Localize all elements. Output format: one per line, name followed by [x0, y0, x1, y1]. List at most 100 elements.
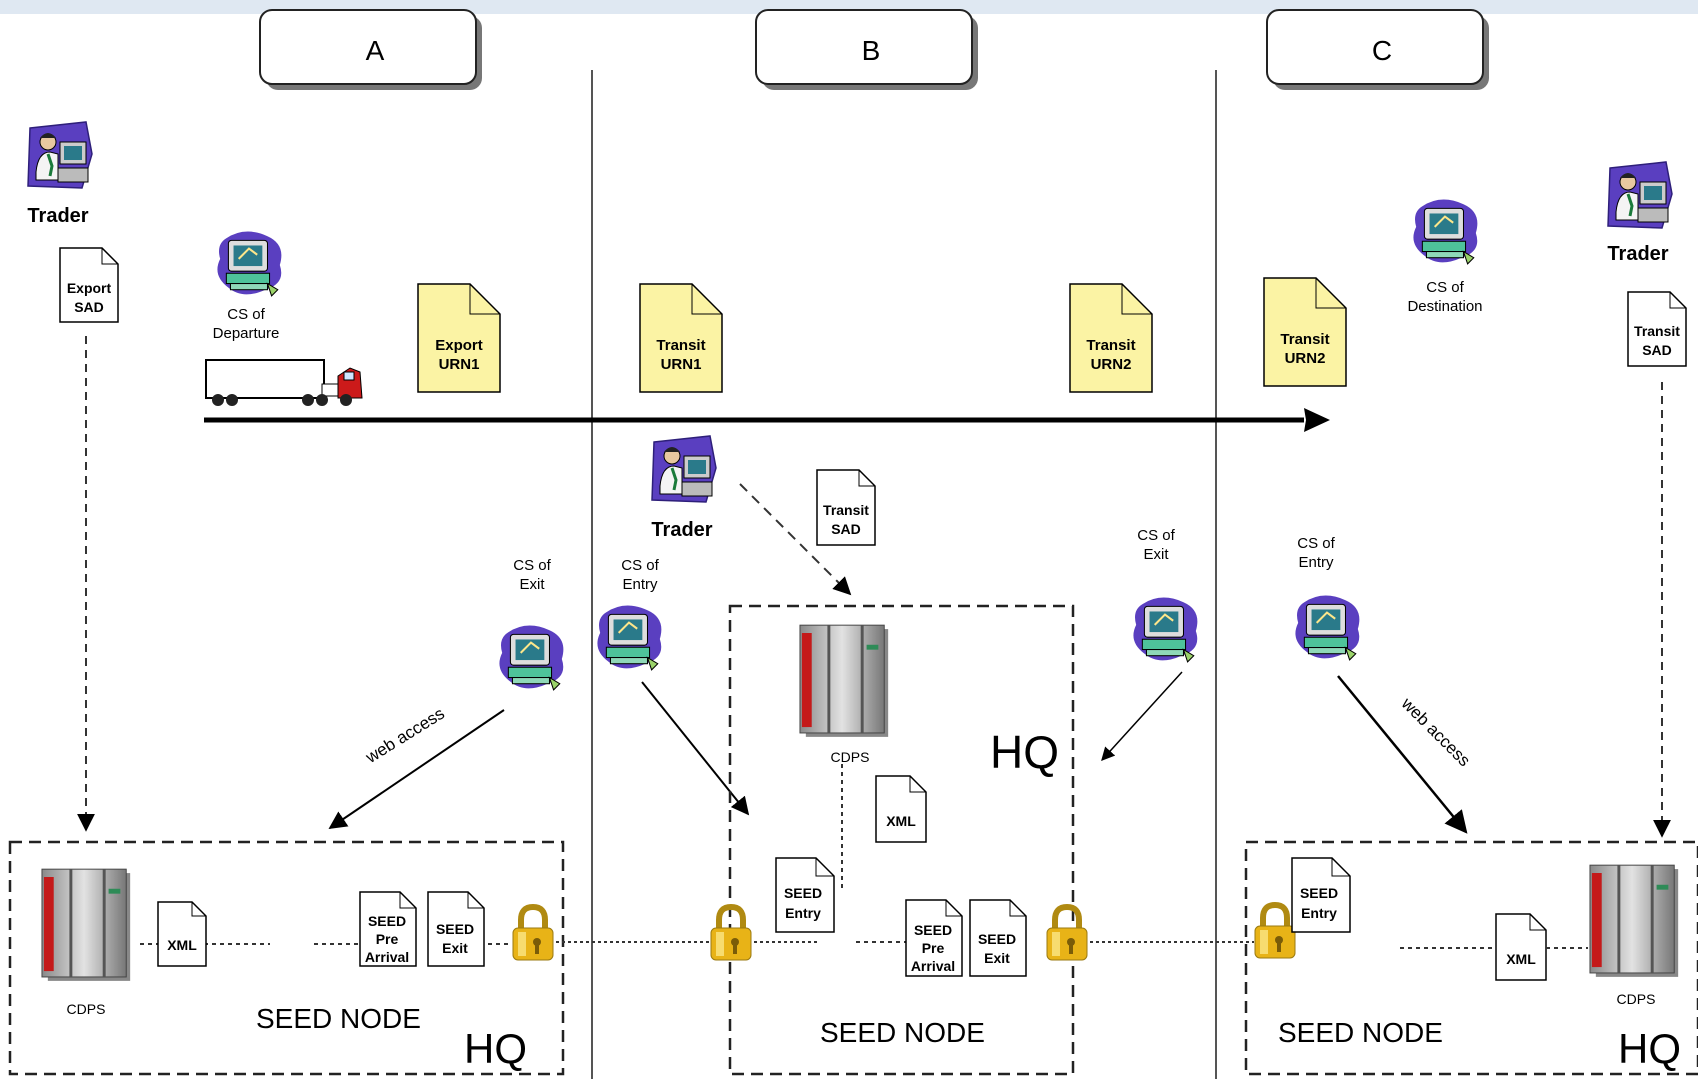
- svg-text:Exit: Exit: [442, 940, 468, 956]
- cs-destination-line2: Destination: [1407, 298, 1482, 315]
- transit-route-arrowhead: [1304, 408, 1330, 432]
- trader-c: Trader: [1606, 160, 1674, 265]
- seed-node-a-label: SEED NODE: [256, 1003, 421, 1034]
- svg-text:Pre: Pre: [922, 940, 945, 956]
- cs-entry-b-line1: CS of: [621, 557, 659, 574]
- transit-sad-doc-c: Transit SAD: [1627, 291, 1687, 367]
- cs-destination-line1: CS of: [1426, 279, 1464, 296]
- xml-doc-c: XML: [1495, 913, 1547, 981]
- cs-entry-b-line2: Entry: [622, 576, 658, 593]
- transit-urn1-note: Transit URN1: [639, 283, 723, 393]
- cs-destination: CS of Destination: [1407, 198, 1483, 315]
- cdps-a-label: CDPS: [67, 1001, 106, 1017]
- seed-pre-arrival-doc-a: SEED Pre Arrival: [359, 891, 417, 967]
- transit-urn2-note-c: Transit URN2: [1263, 277, 1347, 387]
- cs-exit-b-line1: CS of: [1137, 527, 1175, 544]
- cdps-b-label: CDPS: [831, 749, 870, 765]
- seed-entry-doc-b: SEED Entry: [775, 857, 835, 933]
- cs-exit-a: CS of Exit: [498, 557, 565, 691]
- svg-text:SEED: SEED: [436, 921, 474, 937]
- svg-text:SEED: SEED: [914, 922, 952, 938]
- transit-sad-c-line2: SAD: [1642, 342, 1672, 358]
- svg-text:Arrival: Arrival: [365, 949, 409, 965]
- cs-entry-b: CS of Entry: [596, 557, 663, 671]
- cs-departure-line2: Departure: [213, 325, 280, 342]
- trader-c-icon: [1606, 160, 1674, 230]
- transit-urn2-note-b: Transit URN2: [1069, 283, 1153, 393]
- zone-label-c: C: [1372, 35, 1392, 66]
- zone-label-b: B: [862, 35, 881, 66]
- transit-urn1-line1: Transit: [656, 337, 705, 354]
- export-urn1-line2: URN1: [439, 356, 480, 373]
- svg-text:XML: XML: [167, 937, 197, 953]
- export-sad-line2: SAD: [74, 299, 104, 315]
- cdps-c-icon: [1589, 864, 1679, 978]
- cs-exit-b: CS of Exit: [1132, 527, 1199, 663]
- cdps-c-label: CDPS: [1617, 991, 1656, 1007]
- cs-exit-b-arrow: [1101, 671, 1183, 761]
- seed-exit-doc-b: SEED Exit: [969, 899, 1027, 977]
- svg-text:XML: XML: [886, 813, 916, 829]
- transit-sad-b-line2: SAD: [831, 521, 861, 537]
- svg-text:SEED: SEED: [784, 885, 822, 901]
- cs-departure-line1: CS of: [227, 306, 265, 323]
- transit-sad-c-line1: Transit: [1634, 323, 1680, 339]
- cdps-b-icon: [799, 624, 889, 738]
- cs-entry-c-line2: Entry: [1298, 554, 1334, 571]
- trader-c-label: Trader: [1607, 243, 1668, 265]
- cs-departure: CS of Departure: [213, 230, 283, 342]
- export-sad-line1: Export: [67, 280, 112, 296]
- svg-text:SEED: SEED: [978, 931, 1016, 947]
- zone-tab-a: A: [259, 9, 482, 90]
- transit-sad-doc-b: Transit SAD: [816, 469, 876, 546]
- transit-urn1-line2: URN1: [661, 356, 702, 373]
- transit-urn2-c-line2: URN2: [1285, 350, 1326, 367]
- zone-tab-b: B: [755, 9, 978, 90]
- cs-exit-a-icon: [498, 624, 565, 691]
- hq-a-label: HQ: [464, 1025, 527, 1072]
- seed-entry-doc-c: SEED Entry: [1291, 857, 1351, 933]
- svg-text:Entry: Entry: [1301, 905, 1337, 921]
- zone-label-a: A: [366, 35, 385, 66]
- hq-b-label: HQ: [990, 726, 1059, 778]
- trader-a-label: Trader: [27, 205, 88, 227]
- zone-tab-c: C: [1266, 9, 1489, 90]
- trader-b: Trader: [650, 434, 718, 541]
- svg-text:Pre: Pre: [376, 931, 399, 947]
- export-sad-doc: Export SAD: [59, 247, 119, 323]
- trader-b-label: Trader: [651, 519, 712, 541]
- svg-text:XML: XML: [1506, 951, 1536, 967]
- seed-node-b-label: SEED NODE: [820, 1017, 985, 1048]
- xml-doc-b: XML: [875, 775, 927, 843]
- seed-pre-arrival-doc-b: SEED Pre Arrival: [905, 899, 963, 977]
- web-access-arrow-a: [328, 709, 505, 830]
- seed-node-c-label: SEED NODE: [1278, 1017, 1443, 1048]
- hq-box-a: [8, 840, 565, 1076]
- svg-text:Exit: Exit: [984, 950, 1010, 966]
- cs-entry-c-icon: [1294, 594, 1361, 661]
- cs-destination-icon: [1412, 198, 1479, 265]
- cs-departure-icon: [216, 230, 283, 297]
- cs-entry-b-icon: [596, 604, 663, 671]
- transit-sad-b-line1: Transit: [823, 502, 869, 518]
- trader-a-icon: [26, 120, 94, 190]
- export-urn1-line1: Export: [435, 337, 483, 354]
- trader-a: Trader: [26, 120, 94, 227]
- cdps-a-icon: [41, 868, 131, 982]
- trader-b-icon: [650, 434, 718, 504]
- svg-text:Entry: Entry: [785, 905, 821, 921]
- transit-urn2-b-line2: URN2: [1091, 356, 1132, 373]
- xml-doc-a: XML: [157, 901, 207, 967]
- svg-text:SEED: SEED: [1300, 885, 1338, 901]
- seed-exit-doc-a: SEED Exit: [427, 891, 485, 967]
- cs-entry-c-line1: CS of: [1297, 535, 1335, 552]
- transit-urn2-b-line1: Transit: [1086, 337, 1135, 354]
- hq-box-b: [728, 604, 1075, 1076]
- hq-c-label: HQ: [1618, 1025, 1681, 1072]
- flow-trader-b-to-hq-b: [739, 483, 852, 596]
- svg-text:Arrival: Arrival: [911, 958, 955, 974]
- cs-entry-c: CS of Entry: [1294, 535, 1361, 661]
- cs-exit-b-icon: [1132, 596, 1199, 663]
